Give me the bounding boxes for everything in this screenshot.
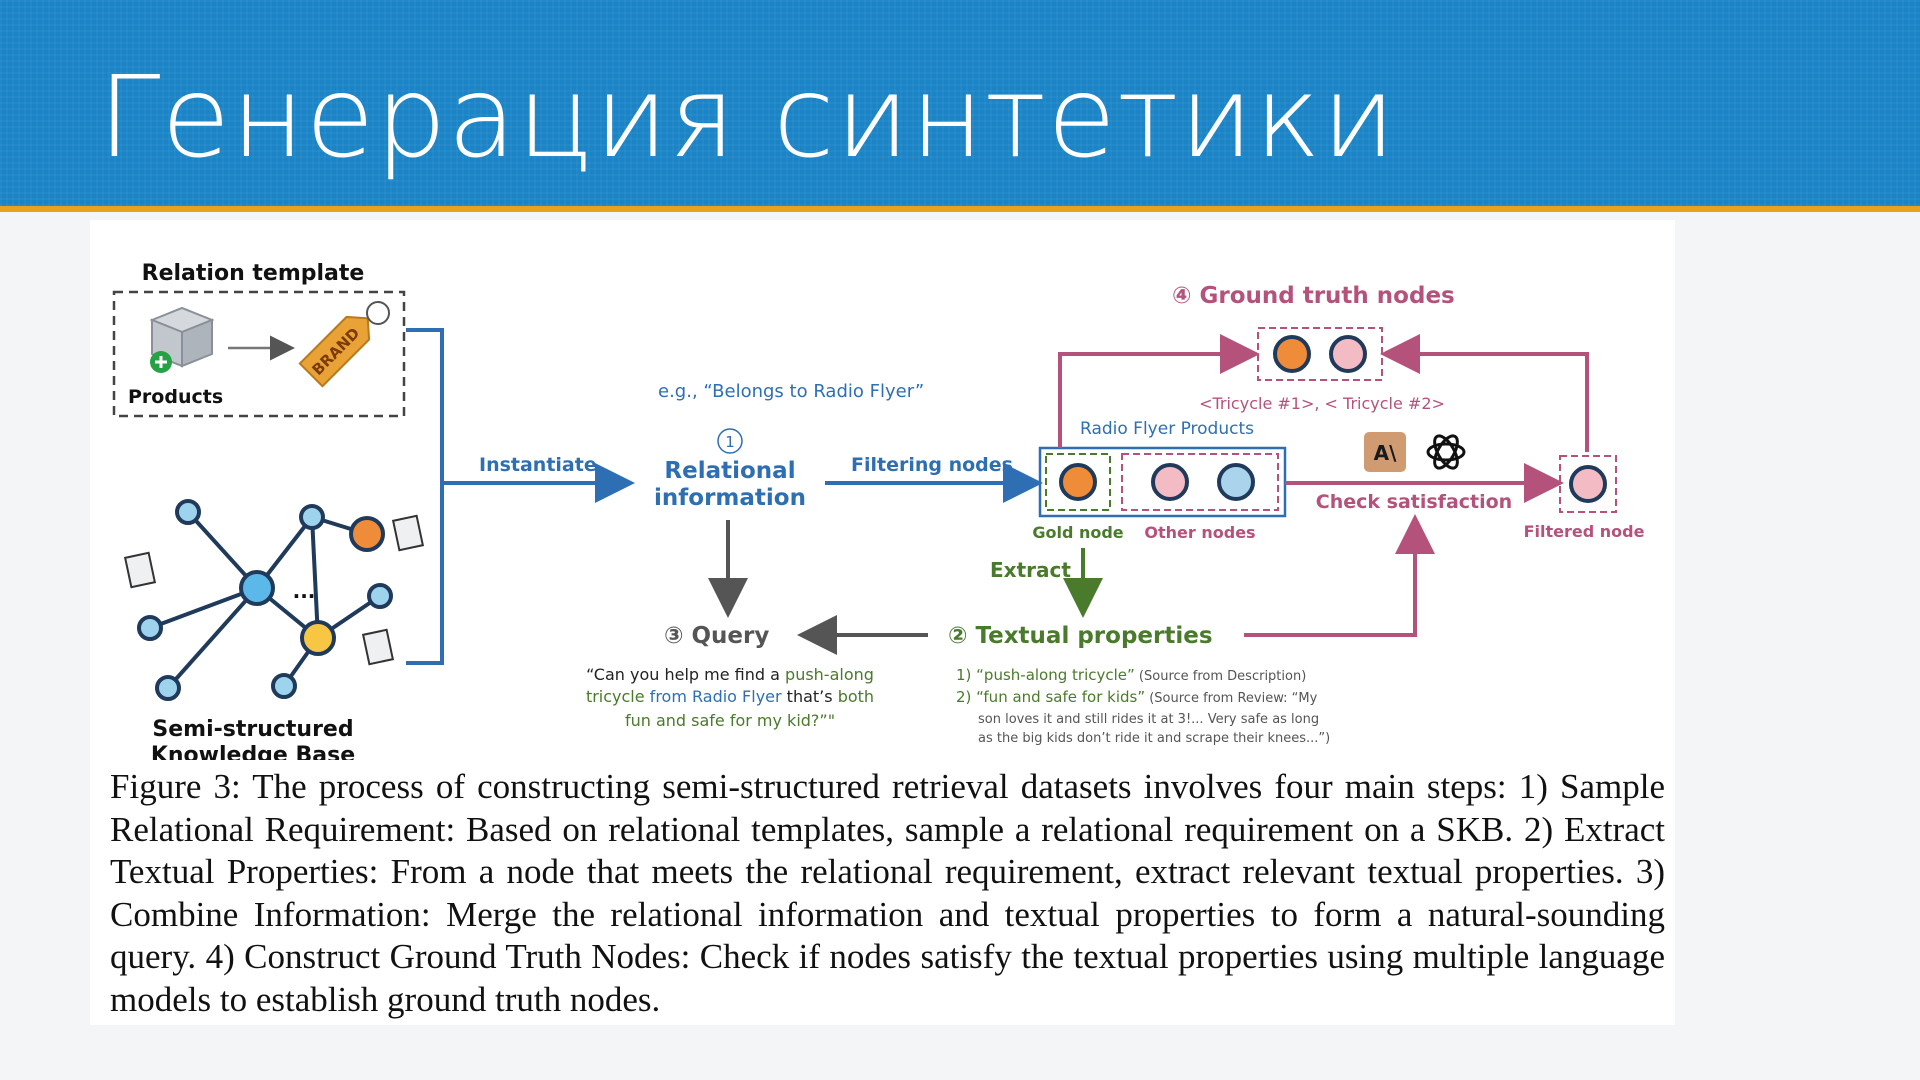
property-2: 2) “fun and safe for kids” (Source from …	[956, 688, 1318, 706]
ground-truth-node-2	[1329, 335, 1367, 373]
extract-label: Extract	[990, 558, 1071, 582]
brand-tag-icon: BRAND	[298, 315, 371, 388]
gold-node	[1059, 463, 1097, 501]
step2-title: ② Textual properties	[948, 623, 1213, 649]
other-nodes-box	[1121, 453, 1279, 511]
gold-node-box	[1045, 453, 1111, 511]
box-icon	[149, 306, 215, 368]
instantiate-label: Instantiate	[479, 454, 597, 476]
skb-label-line2: Knowledge Base	[151, 743, 355, 760]
tag-string-icon	[366, 301, 390, 325]
header-accent-line	[0, 206, 1920, 212]
openai-icon	[1426, 434, 1466, 470]
filtered-node	[1569, 465, 1607, 503]
ground-truth-node-1	[1273, 335, 1311, 373]
figure-caption: Figure 3: The process of constructing se…	[110, 767, 1665, 1019]
other-nodes-label: Other nodes	[1144, 523, 1255, 542]
slide-title: Генерация синтетики	[98, 53, 1397, 183]
filtering-label: Filtering nodes	[851, 454, 1013, 476]
to-ground-truth-arrow-left	[1058, 334, 1260, 448]
to-ground-truth-arrow-right	[1380, 334, 1589, 452]
skb-label-line1: Semi-structured	[152, 717, 353, 742]
slide-header	[0, 0, 1920, 206]
property-1: 1) “push-along tricycle” (Source from De…	[956, 666, 1306, 684]
to-check-arrow	[1244, 514, 1435, 637]
document-icon	[123, 514, 425, 666]
property-2-line2: son loves it and still rides it at 3!...…	[978, 712, 1319, 727]
tricycles-label: <Tricycle #1>, < Tricycle #2>	[1199, 394, 1445, 413]
query-line2: tricycle from Radio Flyer that’s both	[586, 687, 874, 706]
query-line3: fun and safe for my kid?”"	[625, 711, 835, 730]
relation-template-title: Relation template	[142, 261, 365, 286]
check-satisfaction-label: Check satisfaction	[1316, 491, 1512, 513]
relational-info-line2: information	[654, 485, 806, 511]
step3-title: ③ Query	[664, 623, 769, 649]
step4-title: ④ Ground truth nodes	[1172, 283, 1455, 309]
example-label: e.g., “Belongs to Radio Flyer”	[658, 381, 924, 402]
other-node-2	[1217, 463, 1255, 501]
step1-marker	[717, 428, 743, 454]
knowledge-graph-icon	[137, 499, 393, 701]
process-diagram: Relation template BRAND Products ..	[112, 261, 1645, 760]
query-line1: “Can you help me find a push-along	[586, 665, 874, 684]
other-node-1	[1151, 463, 1189, 501]
property-2-line3: as the big kids don’t ride it and scrape…	[978, 731, 1330, 746]
llm-icon-1-text: A\	[1374, 441, 1397, 465]
filtered-node-box	[1559, 455, 1617, 513]
radio-flyer-label: Radio Flyer Products	[1080, 419, 1254, 439]
gold-node-label: Gold node	[1032, 523, 1123, 542]
anthropic-icon: A\	[1364, 432, 1406, 472]
figure-panel: Relation template BRAND Products ..	[90, 220, 1675, 1025]
filtered-node-label: Filtered node	[1524, 522, 1645, 541]
add-icon	[150, 351, 172, 373]
relational-info-line1: Relational	[664, 458, 795, 484]
products-label: Products	[128, 386, 223, 408]
relation-template-box	[112, 290, 406, 418]
skb-ellipsis: ...	[293, 579, 316, 603]
step1-num: 1	[725, 433, 735, 451]
instantiate-bracket	[406, 328, 444, 665]
